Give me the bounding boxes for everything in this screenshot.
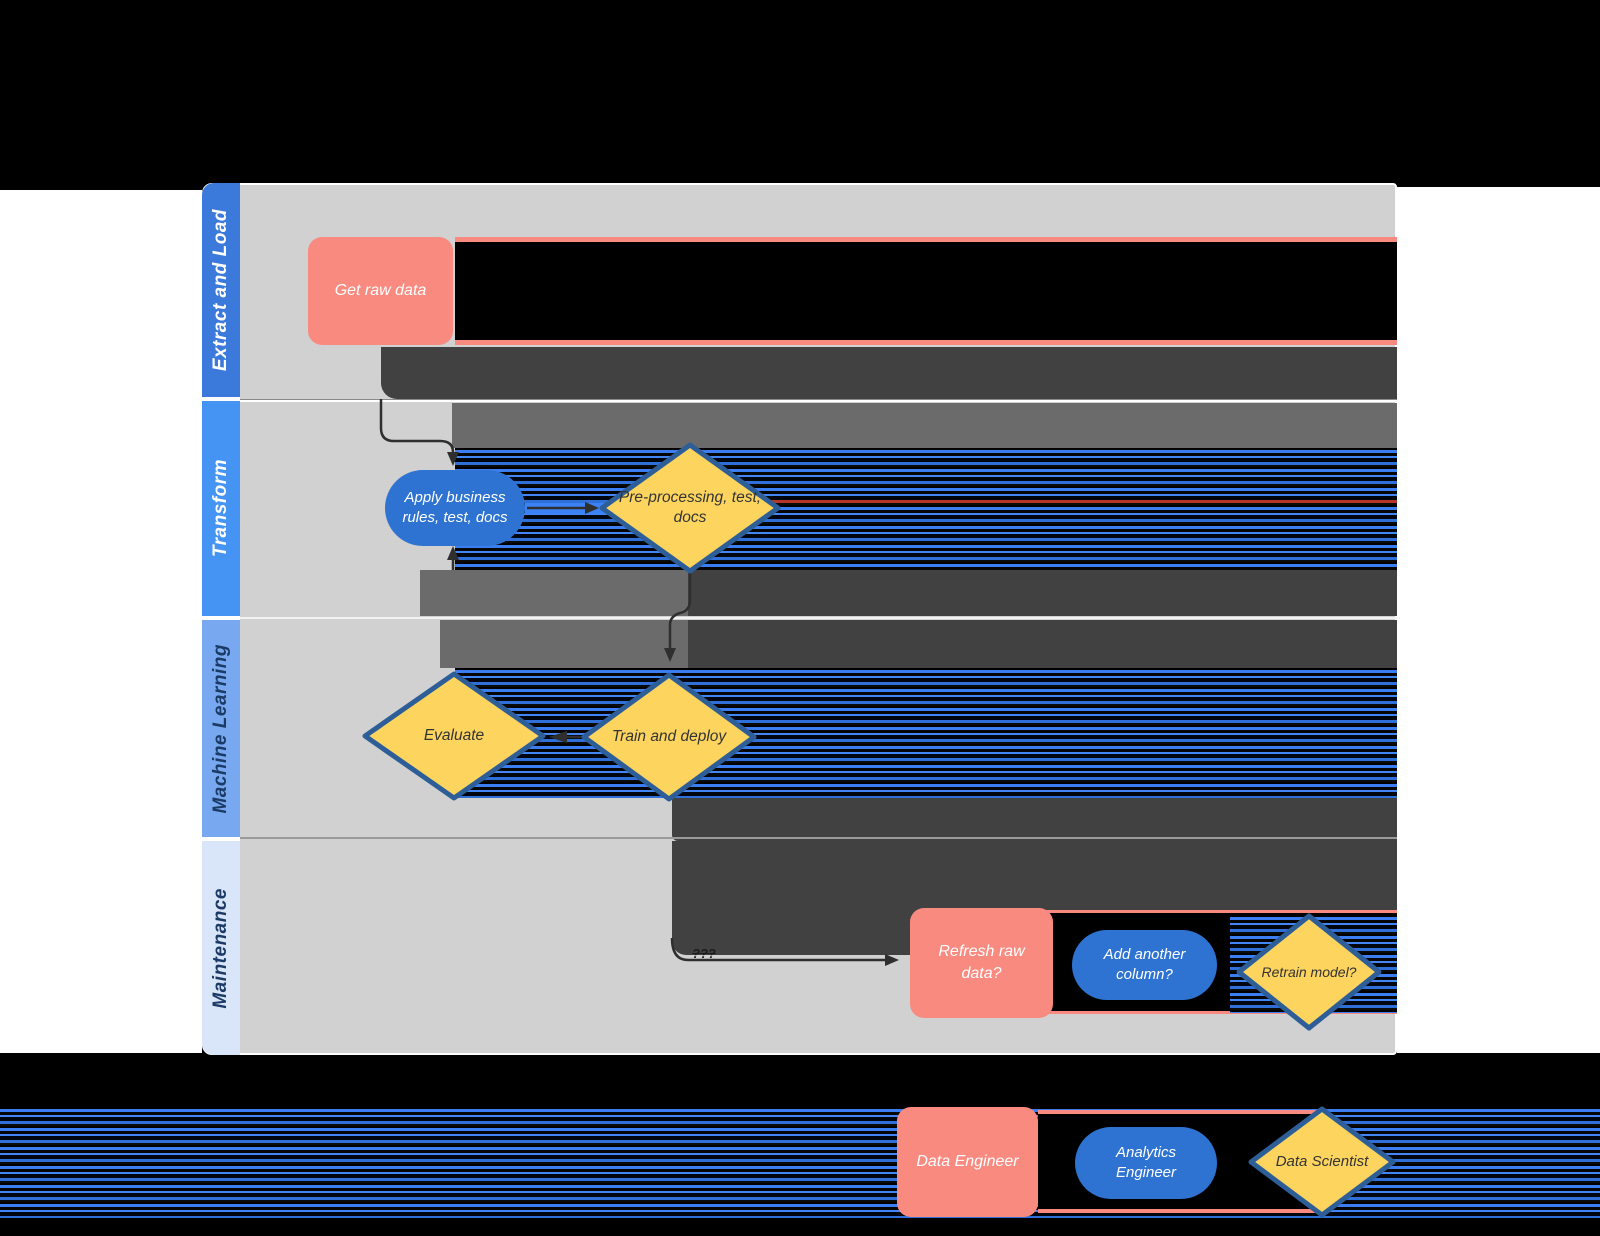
- legend-label: Analytics Engineer: [1115, 1143, 1177, 1181]
- page-margin-left: [0, 190, 202, 1053]
- glitch-red-line: [770, 500, 1397, 503]
- glitch-stripes-maintenance: [1230, 915, 1397, 1013]
- glitch-band-extract-black: [455, 237, 1397, 345]
- page-top-rule-right: [1397, 183, 1600, 186]
- glitch-band-ml-top-dark: [688, 620, 1397, 668]
- lane-gap: [202, 837, 240, 841]
- lane-boundary: [240, 400, 1397, 402]
- lane-gap: [202, 397, 240, 401]
- edge-label-question-marks: ???: [692, 946, 716, 961]
- glitch-band-transform-top: [452, 403, 1397, 448]
- page-top-rule-left: [0, 186, 202, 189]
- lane-maintenance[interactable]: Maintenance: [202, 841, 240, 1055]
- node-label: Get raw data: [334, 282, 427, 300]
- lane-label: Machine Learning: [210, 643, 231, 814]
- legend-item-data-engineer[interactable]: Data Engineer: [897, 1107, 1038, 1217]
- lane-label: Extract and Load: [210, 208, 231, 372]
- glitch-band-transform-bottom-dark: [688, 570, 1397, 616]
- legend-item-analytics-engineer[interactable]: Analytics Engineer: [1075, 1127, 1217, 1199]
- node-label: Add another column?: [1103, 945, 1186, 983]
- node-apply-business-rules[interactable]: Apply business rules, test, docs: [385, 470, 525, 546]
- page-margin-right: [1397, 187, 1600, 1053]
- lane-transform[interactable]: Transform: [202, 401, 240, 616]
- node-label: Refresh raw data?: [938, 943, 1025, 982]
- lane-boundary: [240, 399, 1397, 400]
- node-add-another-column[interactable]: Add another column?: [1072, 930, 1217, 1000]
- glitch-blue-bar: [525, 503, 608, 514]
- node-label: Apply business rules, test, docs: [402, 488, 508, 526]
- lane-label: Transform: [210, 459, 231, 558]
- lane-extract-and-load[interactable]: Extract and Load: [202, 183, 240, 397]
- glitch-stripes-legend: [0, 1107, 1600, 1218]
- glitch-stripes-ml: [455, 668, 1397, 798]
- lane-label: Maintenance: [210, 887, 231, 1009]
- node-get-raw-data[interactable]: Get raw data: [308, 237, 453, 345]
- lane-machine-learning[interactable]: Machine Learning: [202, 620, 240, 837]
- lane-boundary: [240, 617, 1397, 619]
- glitch-band-ml-top-med: [440, 620, 688, 668]
- lane-boundary: [240, 837, 1397, 839]
- node-refresh-raw-data[interactable]: Refresh raw data?: [910, 908, 1053, 1018]
- legend-label: Data Engineer: [916, 1153, 1019, 1171]
- lane-gap: [202, 616, 240, 620]
- glitch-band-extract-dark: [381, 347, 1397, 399]
- glitch-band-transform-bottom-med: [420, 570, 688, 616]
- glitch-band-ml-bottom: [672, 798, 1397, 841]
